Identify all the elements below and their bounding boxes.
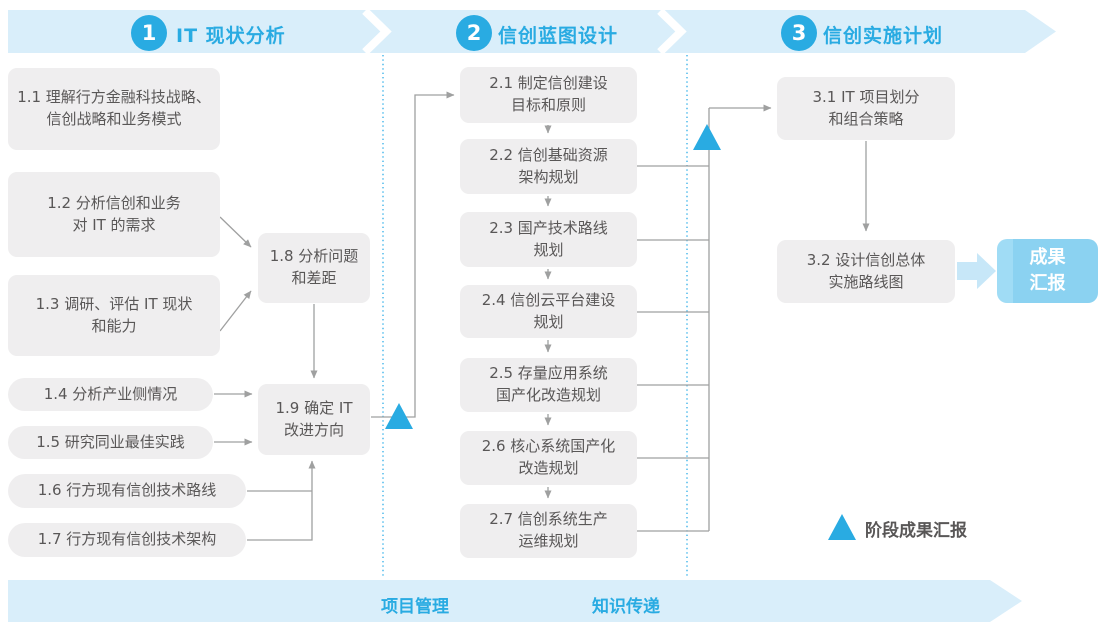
step-box-3-1: 3.1 IT 项目划分 和组合策略 bbox=[777, 77, 955, 140]
footer-project-management-label: 项目管理 bbox=[381, 597, 449, 617]
phase-1-report-triangle-icon bbox=[385, 403, 413, 429]
step-box-1-7: 1.7 行方现有信创技术架构 bbox=[8, 523, 246, 557]
connector-1-2-to-1-8 bbox=[219, 216, 252, 248]
bottom-band bbox=[8, 580, 1022, 622]
legend-label: 阶段成果汇报 bbox=[865, 521, 967, 541]
step-box-2-3: 2.3 国产技术路线 规划 bbox=[460, 212, 637, 267]
step-box-2-1: 2.1 制定信创建设 目标和原则 bbox=[460, 67, 637, 123]
footer-knowledge-transfer-label: 知识传递 bbox=[592, 597, 660, 617]
step-box-1-8: 1.8 分析问题 和差距 bbox=[258, 233, 370, 303]
connector-1-7-to-1-9 bbox=[247, 460, 316, 541]
phase-3-number-badge: 3 bbox=[781, 15, 817, 51]
step-box-1-1: 1.1 理解行方金融科技战略、 信创战略和业务模式 bbox=[8, 68, 220, 150]
step-box-1-4: 1.4 分析产业侧情况 bbox=[8, 378, 213, 411]
phase-1-number-badge: 1 bbox=[131, 15, 167, 51]
step-box-2-7: 2.7 信创系统生产 运维规划 bbox=[460, 504, 637, 558]
step-box-1-9: 1.9 确定 IT 改进方向 bbox=[258, 384, 370, 455]
step-box-1-2: 1.2 分析信创和业务 对 IT 的需求 bbox=[8, 172, 220, 257]
step-box-2-6: 2.6 核心系统国产化 改造规划 bbox=[460, 431, 637, 485]
outcome-fat-arrow-icon bbox=[957, 253, 996, 289]
phase-2-title: 信创蓝图设计 bbox=[498, 25, 619, 47]
step-box-1-5: 1.5 研究同业最佳实践 bbox=[8, 426, 213, 459]
phase-separator-chevron-2 bbox=[657, 8, 687, 55]
step-box-3-2: 3.2 设计信创总体 实施路线图 bbox=[777, 240, 955, 303]
step-box-2-2: 2.2 信创基础资源 架构规划 bbox=[460, 139, 637, 194]
step-box-2-4: 2.4 信创云平台建设 规划 bbox=[460, 285, 637, 338]
phase-2-number-badge: 2 bbox=[456, 15, 492, 51]
phase-1-title: IT 现状分析 bbox=[176, 25, 286, 47]
outcome-report-box: 成果 汇报 bbox=[997, 239, 1098, 303]
phase-separator-chevron-1 bbox=[362, 8, 392, 55]
connector-1-3-to-1-8 bbox=[219, 290, 252, 332]
phase-3-title: 信创实施计划 bbox=[823, 25, 944, 47]
legend-triangle-icon bbox=[828, 514, 856, 540]
step-box-2-5: 2.5 存量应用系统 国产化改造规划 bbox=[460, 358, 637, 412]
step-box-1-3: 1.3 调研、评估 IT 现状 和能力 bbox=[8, 275, 220, 356]
step-box-1-6: 1.6 行方现有信创技术路线 bbox=[8, 474, 246, 508]
phase-2-report-triangle-icon bbox=[693, 124, 721, 150]
